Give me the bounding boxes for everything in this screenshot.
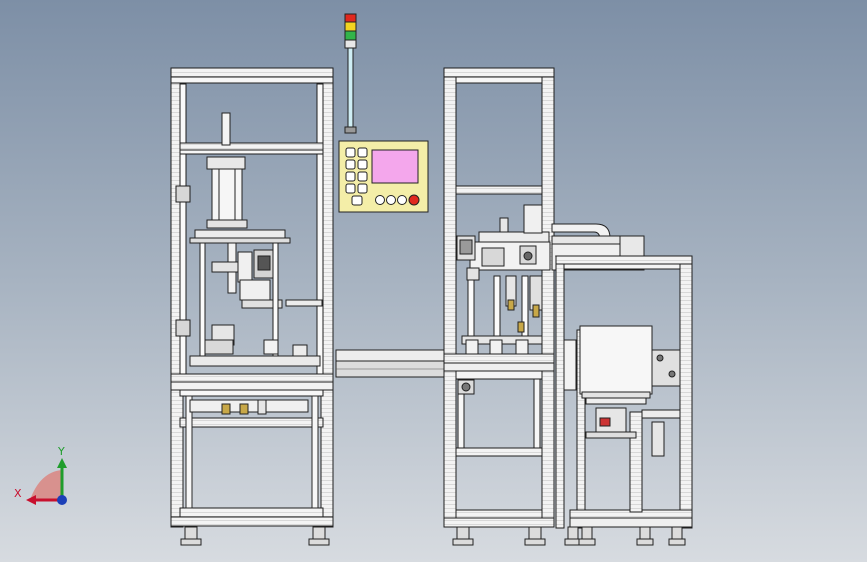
emergency-stop-icon bbox=[408, 194, 420, 206]
control-panel bbox=[338, 140, 429, 213]
press-cylinder bbox=[189, 112, 323, 415]
x-axis-label: X bbox=[14, 487, 22, 500]
signal-tower bbox=[344, 13, 357, 134]
y-axis-label: Y bbox=[57, 445, 65, 458]
middle-station-frame bbox=[443, 67, 555, 528]
inspection-box bbox=[563, 325, 681, 439]
right-station-frame bbox=[555, 255, 693, 529]
left-station-frame bbox=[170, 67, 334, 528]
red-light bbox=[344, 13, 357, 23]
leveling-feet bbox=[180, 526, 686, 546]
coordinate-triad: Y X bbox=[14, 445, 67, 505]
triad-floor bbox=[30, 470, 62, 500]
z-axis-dot bbox=[57, 495, 67, 505]
green-light bbox=[344, 30, 357, 41]
pick-and-place-head bbox=[456, 204, 551, 355]
conveyor-bridge bbox=[335, 349, 449, 378]
hmi-screen bbox=[371, 149, 419, 184]
yellow-light bbox=[344, 21, 357, 32]
